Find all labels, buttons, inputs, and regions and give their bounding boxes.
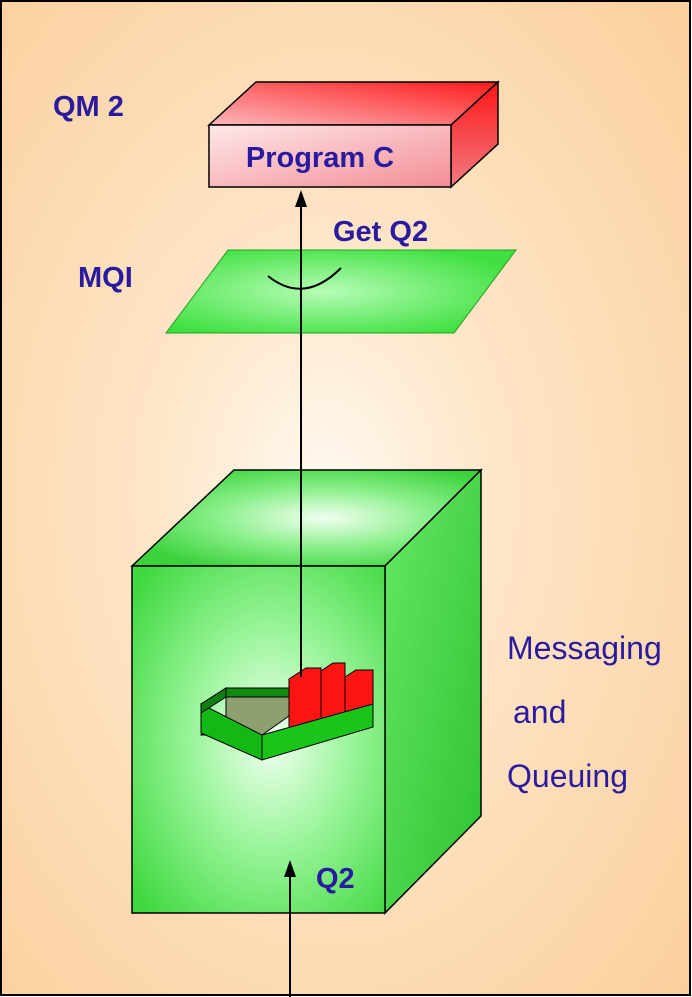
description-text: Messaging and Queuing	[507, 630, 662, 794]
mqi-call-curve	[267, 267, 342, 290]
mqi-plane	[165, 249, 517, 334]
description-line-3: Queuing	[507, 758, 628, 794]
mqi-label: MQI	[78, 262, 133, 294]
get-call-label: Get Q2	[333, 216, 428, 248]
program-arrow-head	[295, 190, 307, 207]
message-tray-icon	[199, 662, 374, 761]
queue-manager-label: QM 2	[53, 91, 124, 123]
description-line-1: Messaging	[507, 630, 662, 666]
description-line-2: and	[513, 694, 566, 730]
program-box: Program C	[207, 80, 500, 189]
incoming-arrow-head	[284, 860, 296, 877]
program-label: Program C	[246, 142, 394, 174]
queue-label: Q2	[316, 863, 355, 895]
